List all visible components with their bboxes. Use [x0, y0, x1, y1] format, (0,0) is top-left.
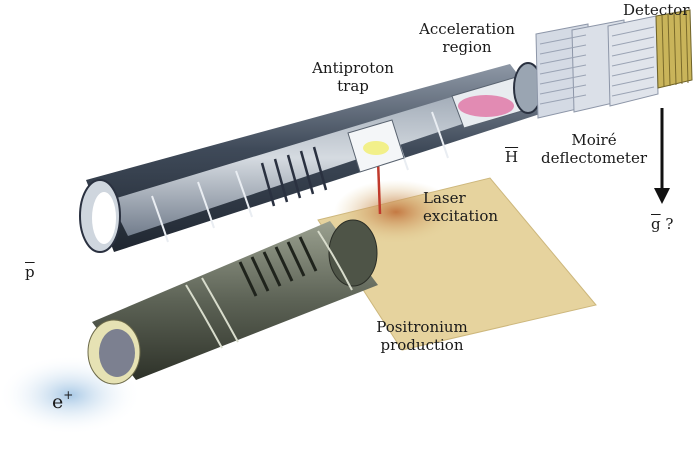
label-moire-deflectometer: Moiré deflectometer	[535, 131, 653, 167]
label-gravity-question: ?	[665, 215, 674, 233]
label-acceleration-region: Acceleration region	[414, 20, 520, 56]
label-laser-line2: excitation	[423, 207, 499, 225]
label-positronium-line2: production	[380, 336, 464, 354]
label-moire-line1: Moiré	[571, 131, 617, 149]
label-positronium-production: Positronium production	[366, 318, 478, 354]
detector-plate	[655, 9, 693, 89]
label-moire-line2: deflectometer	[541, 149, 647, 167]
label-positron-charge: +	[63, 388, 74, 402]
label-gravity-symbol: g	[651, 215, 661, 233]
antiproton-tube	[79, 62, 546, 253]
positron-tube	[87, 219, 378, 385]
label-antiproton-line2: trap	[337, 77, 369, 95]
label-gravity: g ?	[651, 215, 673, 233]
label-laser-line1: Laser	[423, 189, 466, 207]
label-antiproton-trap: Antiproton trap	[307, 59, 399, 95]
antiproton-cloud	[363, 141, 389, 155]
label-antiproton-symbol: p	[25, 263, 35, 281]
label-acceleration-line1: Acceleration	[419, 20, 515, 38]
label-acceleration-line2: region	[442, 38, 492, 56]
gravity-arrow	[654, 108, 670, 204]
label-positron: e+	[52, 389, 73, 413]
antihydrogen-glow	[458, 95, 514, 117]
moire-gratings	[535, 15, 659, 119]
label-detector: Detector	[623, 1, 690, 19]
label-positronium-line1: Positronium	[376, 318, 468, 336]
label-antihydrogen: H	[505, 148, 519, 166]
label-antiproton-line1: Antiproton	[312, 59, 394, 77]
label-laser-excitation: Laser excitation	[423, 189, 498, 225]
laser-beam	[376, 159, 382, 215]
label-positron-base: e	[52, 391, 64, 413]
